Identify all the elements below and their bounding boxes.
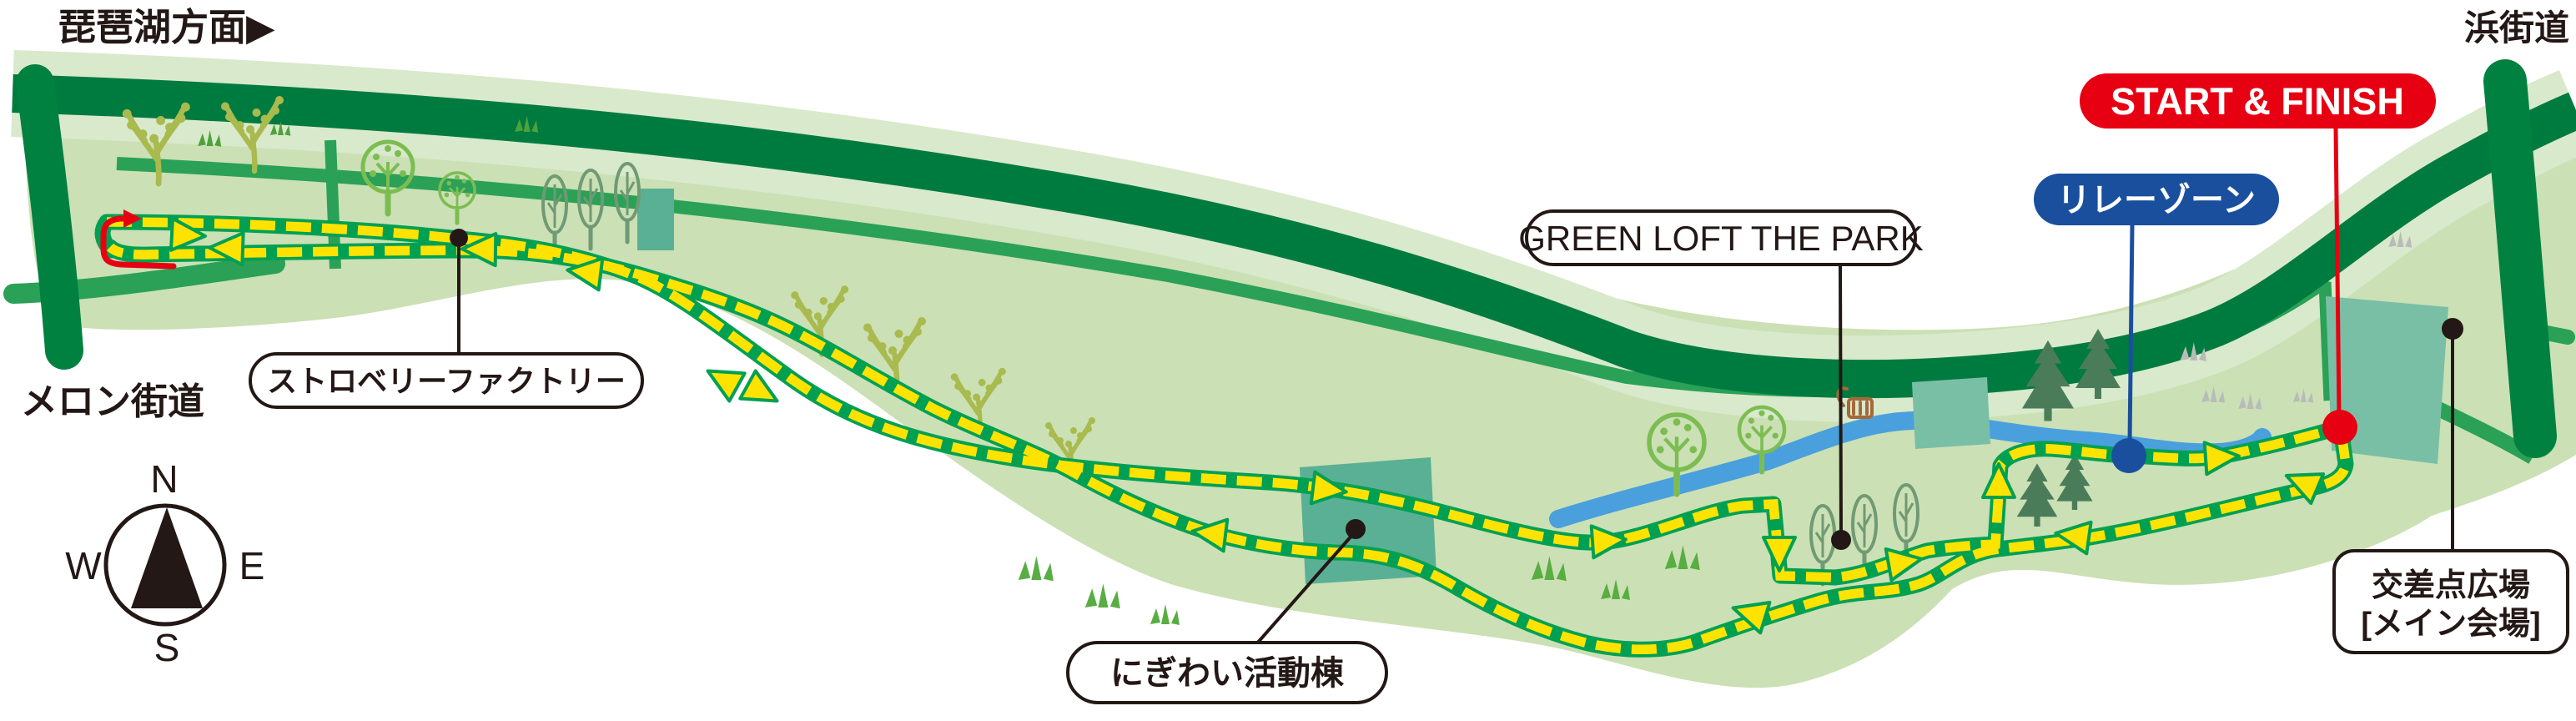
strawberry-factory-text: ストロベリーファクトリー: [267, 364, 626, 398]
plaza-text-line2: [メイン会場]: [2361, 607, 2540, 642]
strawberry-factory-label: ストロベリーファクトリー: [249, 352, 644, 409]
compass: N S W E: [65, 457, 264, 669]
small-structure: [637, 189, 674, 250]
start-finish-leader-line: [2333, 126, 2342, 416]
start-finish-text: START & FINISH: [2111, 80, 2404, 123]
green-loft-leader-line: [1839, 265, 1843, 537]
relay-zone-marker: [2111, 438, 2146, 473]
plaza-marker: [2442, 318, 2463, 340]
relay-zone-leader-line: [2127, 224, 2135, 443]
hama-kaido-label: 浜街道: [2464, 8, 2569, 48]
melon-kaido-road: [16, 64, 83, 370]
u-turn-arrow: [100, 209, 177, 270]
compass-s: S: [154, 626, 180, 669]
strawberry-factory-marker: [450, 229, 468, 247]
course-direction-arrows: [169, 216, 2326, 635]
start-finish-marker: [2322, 410, 2357, 445]
biwako-direction-label: 琵琶湖方面▶: [58, 6, 275, 48]
compass-w: W: [65, 544, 102, 587]
green-loft-structure: [1912, 377, 1990, 449]
nigiwai-building-label: にぎわい活動棟: [1066, 641, 1388, 704]
plaza-text-line1: 交差点広場: [2372, 567, 2530, 603]
green-loft-marker: [1831, 530, 1851, 550]
nigiwai-leader-line: [1255, 532, 1355, 646]
nigiwai-building-marker: [1346, 519, 1366, 539]
compass-n: N: [150, 457, 178, 501]
relay-zone-badge: リレーゾーン: [2034, 174, 2279, 225]
main-road: [12, 74, 2576, 399]
green-loft-text: GREEN LOFT THE PARK: [1518, 219, 1923, 258]
melon-kaido-label: メロン街道: [21, 381, 204, 422]
start-finish-badge: START & FINISH: [2080, 73, 2436, 129]
plaza-label: 交差点広場 [メイン会場]: [2332, 549, 2569, 654]
compass-needle: [131, 507, 203, 608]
green-loft-label: GREEN LOFT THE PARK: [1518, 209, 1924, 266]
nigiwai-building-text: にぎわい活動棟: [1110, 655, 1345, 692]
hama-kaido-road: [2483, 59, 2557, 458]
relay-zone-text: リレーゾーン: [2057, 182, 2256, 219]
compass-e: E: [239, 544, 265, 587]
